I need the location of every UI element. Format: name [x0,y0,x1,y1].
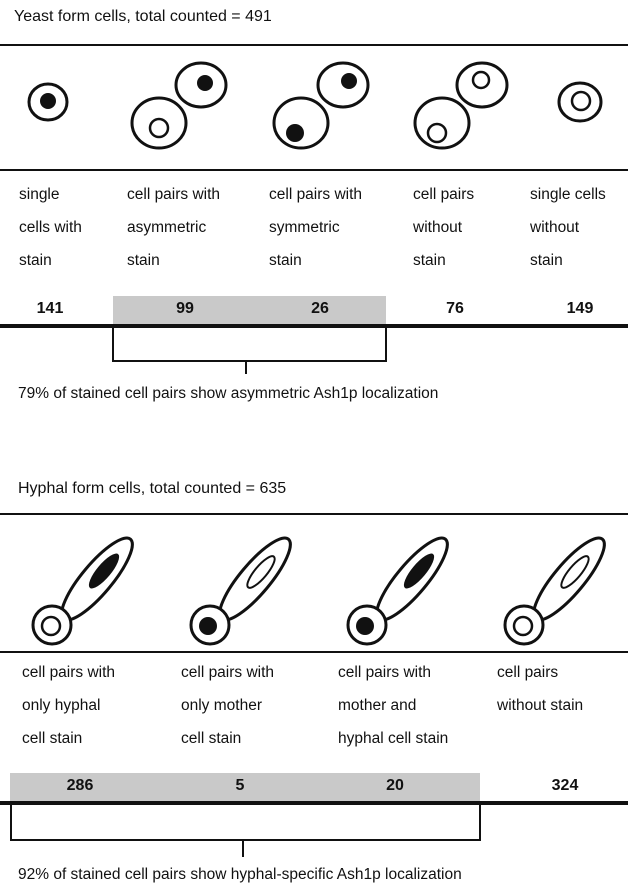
hyphal-only-stained-cell-icon [25,521,145,651]
symmetric-stained-pair-icon [267,55,377,155]
yeast-section-title: Yeast form cells, total counted = 491 [14,8,272,26]
bracket-stem [242,841,244,857]
count-value: 149 [545,300,615,318]
count-value: 5 [200,777,280,795]
stained-pairs-bracket [10,805,481,841]
count-value: 141 [20,300,80,318]
single-unstained-cell-icon [552,78,612,128]
hyphal-mid-rule [0,651,628,653]
count-value: 76 [420,300,490,318]
count-value: 324 [525,777,605,795]
count-value: 99 [140,300,230,318]
count-value: 20 [355,777,435,795]
yeast-caption: 79% of stained cell pairs show asymmetri… [18,385,438,403]
unstained-hyphal-cell-icon [497,521,617,651]
stained-pairs-bracket [112,328,387,362]
asymmetric-stained-pair-icon [125,55,235,155]
single-stained-cell-icon [20,78,80,128]
hyphal-caption: 92% of stained cell pairs show hyphal-sp… [18,866,462,884]
hyphal-section-title: Hyphal form cells, total counted = 635 [18,480,286,498]
mother-and-hyphal-stained-cell-icon [340,521,460,651]
bracket-stem [245,362,247,374]
unstained-pair-icon [408,55,518,155]
yeast-mid-rule [0,169,628,171]
count-value: 26 [275,300,365,318]
yeast-top-rule [0,44,628,46]
mother-only-stained-cell-icon [183,521,303,651]
count-value: 286 [40,777,120,795]
hyphal-top-rule [0,513,628,515]
